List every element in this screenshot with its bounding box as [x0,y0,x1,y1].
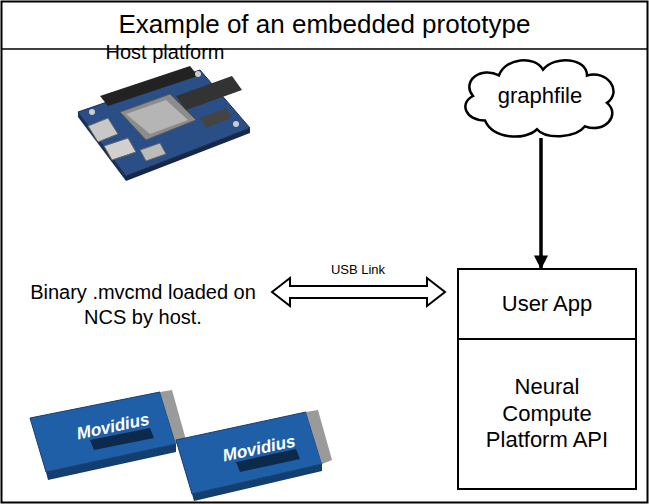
platform-label: Host platform [70,40,260,65]
diagram-title: Example of an embedded prototype [0,8,649,40]
host-board [78,66,250,181]
node-text: Neural Compute Platform API [477,374,617,453]
node-text: graphfile [498,83,582,109]
ncs-stick [176,410,332,501]
node-label: User App [502,291,593,317]
note-text: Binary .mvcmd loaded on NCS by host. [18,280,268,330]
process-box: User App [457,268,637,340]
process-box: Neural Compute Platform API [457,338,637,490]
usb-link-arrow [272,278,445,306]
node-label: graphfile [498,83,582,109]
header-rule [2,48,648,50]
link-label: USB Link [300,262,416,278]
ncs-stick [30,390,186,480]
cloud-shape: graphfile [455,52,625,140]
node-text: User App [502,291,593,317]
node-label: Neural Compute Platform API [477,374,617,453]
flow-arrow [539,138,543,268]
